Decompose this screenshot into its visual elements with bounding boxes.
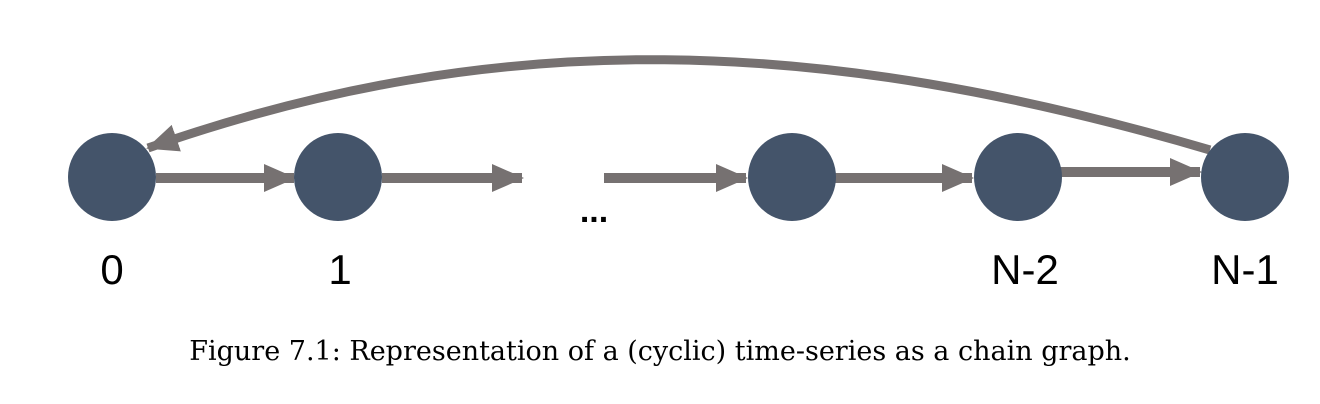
node-label-1: 1 [328,246,351,293]
node-0 [68,133,156,221]
node-middle [748,133,836,221]
node-1 [294,133,382,221]
node-n-1 [1201,133,1289,221]
ellipsis-label: ... [580,192,608,230]
chain-graph-diagram: ... 0 1 N-2 N-1 [68,55,1289,293]
figure-caption: Figure 7.1: Representation of a (cyclic)… [189,336,1131,367]
node-label-n-1: N-1 [1211,246,1279,293]
node-label-0: 0 [100,246,123,293]
node-n-2 [974,133,1062,221]
node-label-n-2: N-2 [991,246,1059,293]
cyclic-edge-n-1-to-0 [146,55,1212,155]
